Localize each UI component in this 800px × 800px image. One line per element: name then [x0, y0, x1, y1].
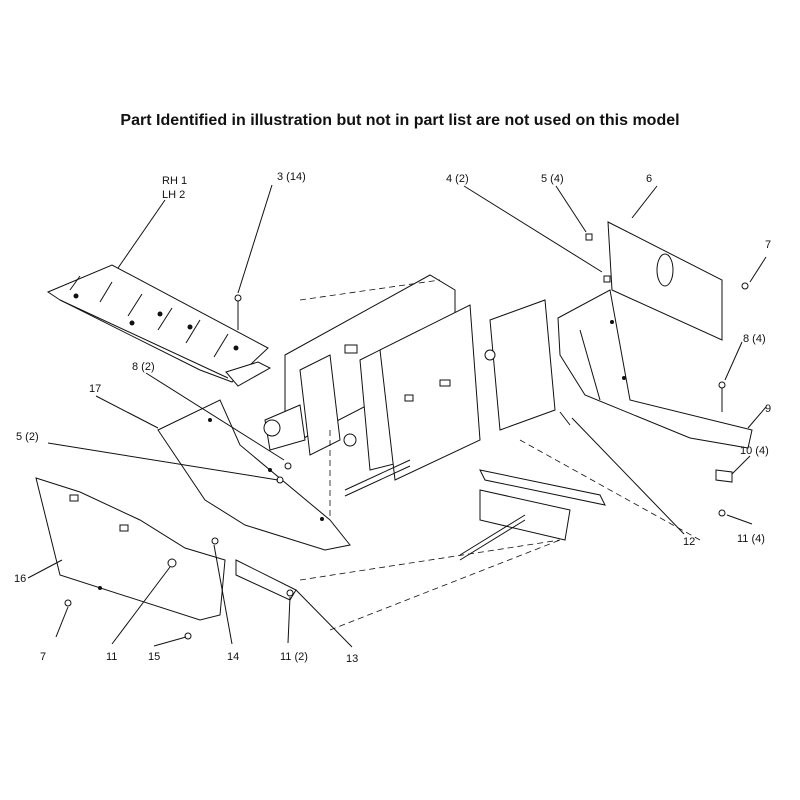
label-6: 6 — [646, 173, 652, 185]
label-13: 13 — [346, 653, 358, 665]
label-5-top: 5 (4) — [541, 173, 564, 185]
label-9: 9 — [765, 403, 771, 415]
label-7-left: 7 — [40, 651, 46, 663]
label-16: 16 — [14, 573, 26, 585]
main-frame-part — [263, 274, 701, 631]
running-board-part — [46, 264, 272, 387]
label-11-center: 11 (2) — [280, 651, 308, 663]
label-10: 10 (4) — [740, 445, 769, 457]
label-4: 4 (2) — [446, 173, 469, 185]
bottom-panel-part — [35, 477, 297, 621]
label-11-right: 11 (4) — [737, 533, 765, 545]
fasteners — [64, 233, 749, 640]
label-14: 14 — [227, 651, 239, 663]
diagram-title: Part Identified in illustration but not … — [120, 112, 680, 129]
label-3: 3 (14) — [277, 171, 306, 183]
leader-lines — [27, 184, 767, 648]
label-rh1: RH 1 — [162, 175, 187, 187]
left-panel-part — [157, 399, 351, 551]
label-8-left: 8 (2) — [132, 361, 155, 373]
label-15: 15 — [148, 651, 160, 663]
side-plate-part — [557, 289, 753, 449]
label-lh2: LH 2 — [162, 189, 185, 201]
label-8-right: 8 (4) — [743, 333, 766, 345]
label-7-right: 7 — [765, 239, 771, 251]
label-11-left: 11 — [106, 651, 117, 663]
callout-labels: RH 1 LH 2 3 (14) 4 (2) 5 (4) 6 7 8 (4) 9… — [14, 171, 771, 665]
label-5-left: 5 (2) — [16, 431, 39, 443]
label-12: 12 — [683, 536, 695, 548]
label-17: 17 — [89, 383, 101, 395]
fender-part — [607, 221, 723, 341]
